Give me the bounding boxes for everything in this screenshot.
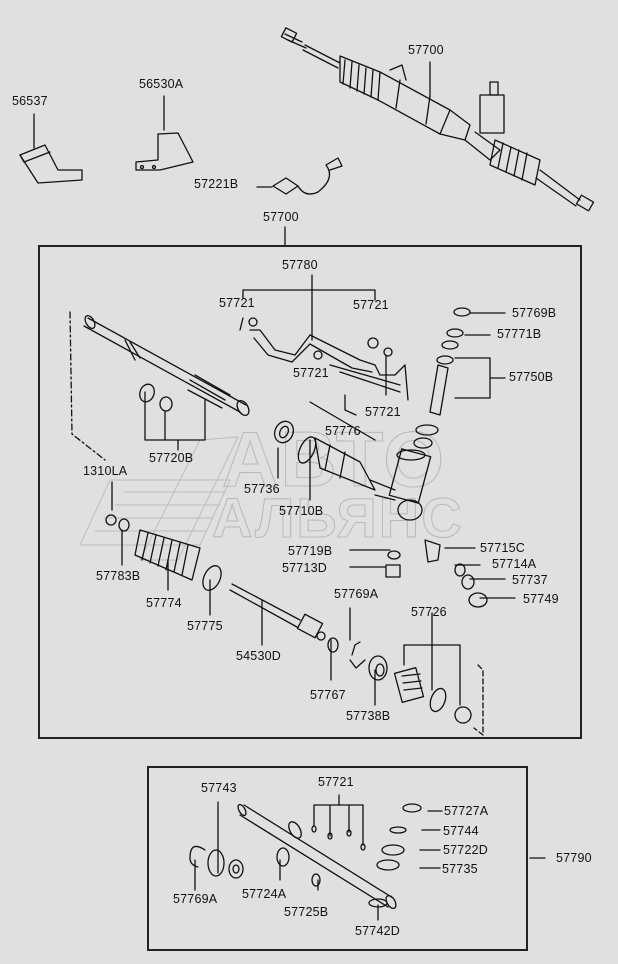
part-label-57721-kit[interactable]: 57721 [318,775,354,789]
part-label-57727a[interactable]: 57727A [444,804,489,818]
bracket-56530a-drawing [135,95,194,171]
part-label-57721-b[interactable]: 57721 [353,298,389,312]
part-label-56530a[interactable]: 56530A [139,77,184,91]
part-label-57736[interactable]: 57736 [244,482,280,496]
part-label-57715c[interactable]: 57715C [480,541,525,555]
part-label-57776[interactable]: 57776 [325,424,361,438]
part-label-57769a-kit[interactable]: 57769A [173,892,218,906]
part-label-57749[interactable]: 57749 [523,592,559,606]
watermark-line1: АВТО [221,415,447,503]
part-label-57713d[interactable]: 57713D [282,561,327,575]
part-label-57780[interactable]: 57780 [282,258,318,272]
main-box-leaders [111,274,516,706]
watermark-logo [79,436,239,561]
part-label-57771b[interactable]: 57771B [497,327,542,341]
steering-rack-assembly-drawing [280,27,595,212]
part-label-57742d[interactable]: 57742D [355,924,400,938]
part-label-57724a[interactable]: 57724A [242,887,287,901]
part-label-57790[interactable]: 57790 [556,851,592,865]
part-label-1310la[interactable]: 1310LA [83,464,128,478]
part-label-57721-c[interactable]: 57721 [293,366,329,380]
part-label-57714a[interactable]: 57714A [492,557,537,571]
part-label-57744[interactable]: 57744 [443,824,479,838]
part-label-57783b[interactable]: 57783B [96,569,141,583]
bracket-56537-drawing [19,113,83,184]
part-label-57743[interactable]: 57743 [201,781,237,795]
main-box-parts [69,307,488,736]
part-label-57720b[interactable]: 57720B [149,451,194,465]
part-label-54530d[interactable]: 54530D [236,649,281,663]
part-label-57721-d[interactable]: 57721 [365,405,401,419]
part-label-57700-assembly[interactable]: 57700 [408,43,444,57]
part-label-56537[interactable]: 56537 [12,94,48,108]
repair-kit-frame [147,766,528,951]
part-label-57774[interactable]: 57774 [146,596,182,610]
part-label-57767[interactable]: 57767 [310,688,346,702]
part-label-57769b[interactable]: 57769B [512,306,557,320]
part-label-57735[interactable]: 57735 [442,862,478,876]
part-label-57721-a[interactable]: 57721 [219,296,255,310]
part-label-57775[interactable]: 57775 [187,619,223,633]
part-label-57710b[interactable]: 57710B [279,504,324,518]
part-label-57722d[interactable]: 57722D [443,843,488,857]
part-label-57750b[interactable]: 57750B [509,370,554,384]
kit-box-drawing [189,794,546,921]
part-label-57738b[interactable]: 57738B [346,709,391,723]
clamp-57221b-drawing [256,157,343,195]
part-label-57726[interactable]: 57726 [411,605,447,619]
watermark-line2: АЛЬЯНС [212,486,464,549]
part-label-57725b[interactable]: 57725B [284,905,329,919]
part-label-57700-box[interactable]: 57700 [263,210,299,224]
part-label-57769a[interactable]: 57769A [334,587,379,601]
part-label-57221b[interactable]: 57221B [194,177,239,191]
main-assembly-frame [38,245,582,739]
part-label-57719b[interactable]: 57719B [288,544,333,558]
part-label-57737[interactable]: 57737 [512,573,548,587]
